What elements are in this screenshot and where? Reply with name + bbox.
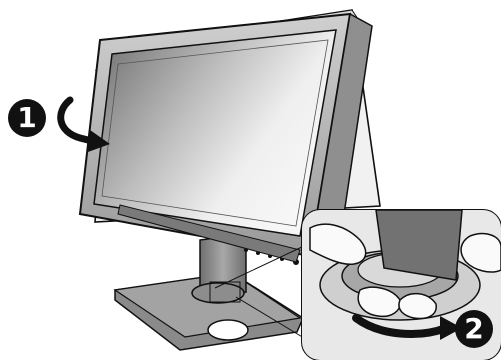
step-1-badge: 1: [8, 99, 46, 137]
step-2-badge: 2: [455, 310, 493, 348]
